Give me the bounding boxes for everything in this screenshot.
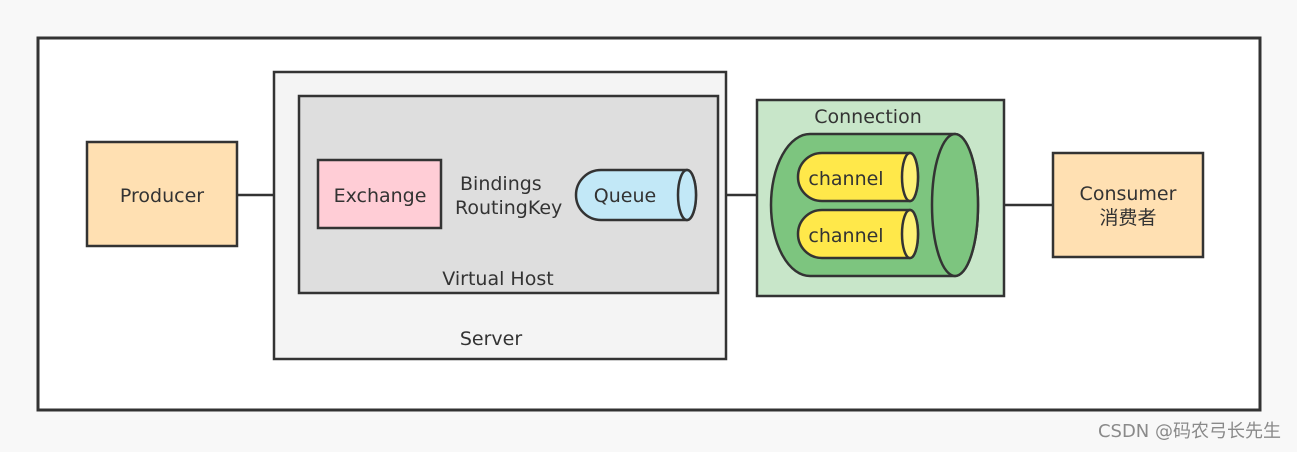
exchange-label: Exchange <box>334 185 427 207</box>
producer-box: Producer <box>85 140 239 248</box>
channel-cylinder: channel <box>796 151 920 203</box>
bindings-label: Bindings <box>460 173 542 195</box>
channel-label: channel <box>808 168 883 190</box>
queue-label: Queue <box>594 185 656 207</box>
routing-key-label: RoutingKey <box>455 197 562 219</box>
consumer-label: Consumer <box>1080 183 1177 205</box>
server-label: Server <box>460 328 522 350</box>
queue-cylinder: Queue <box>574 168 698 222</box>
watermark: CSDN @码农弓长先生 <box>1097 421 1281 442</box>
exchange-box: Exchange <box>316 158 443 230</box>
channel-label: channel <box>808 225 883 247</box>
connection-box: Connection channel channel <box>755 98 1006 298</box>
virtual-host-label: Virtual Host <box>442 268 553 290</box>
consumer-box: Consumer 消费者 <box>1051 151 1205 259</box>
consumer-sublabel: 消费者 <box>1099 207 1156 229</box>
channel-cylinder: channel <box>796 208 920 260</box>
producer-label: Producer <box>120 185 204 207</box>
connection-label: Connection <box>814 106 922 128</box>
